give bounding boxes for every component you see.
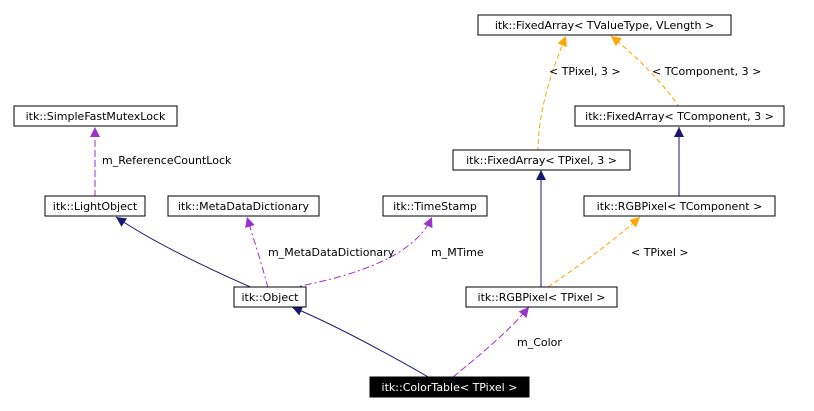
- node-lightobject[interactable]: itk::LightObject: [44, 195, 146, 217]
- edge-fixedarray-tpixel-to-fixedarray-template: [537, 35, 567, 153]
- edge-label-reference-count-lock: m_ReferenceCountLock: [102, 154, 232, 167]
- node-timestamp[interactable]: itk::TimeStamp: [382, 195, 488, 217]
- edge-label-meta-data-dictionary: m_MetaDataDictionary: [268, 246, 395, 259]
- node-object[interactable]: itk::Object: [233, 286, 307, 308]
- node-label: itk::TimeStamp: [393, 200, 477, 213]
- node-label: itk::FixedArray< TValueType, VLength >: [495, 19, 714, 32]
- node-rgbpixel-tcomponent[interactable]: itk::RGBPixel< TComponent >: [583, 195, 776, 217]
- node-label: itk::FixedArray< TPixel, 3 >: [466, 154, 617, 167]
- node-label: itk::RGBPixel< TComponent >: [597, 200, 763, 213]
- node-simplefastmutexlock[interactable]: itk::SimpleFastMutexLock: [13, 105, 178, 127]
- edge-fixedarray-tcomponent-to-fixedarray-template: [610, 35, 681, 109]
- node-label: itk::LightObject: [53, 200, 138, 213]
- node-metadatadictionary[interactable]: itk::MetaDataDictionary: [167, 195, 320, 217]
- node-fixedarray-tcomponent[interactable]: itk::FixedArray< TComponent, 3 >: [574, 105, 785, 127]
- node-fixedarray-tvaluetype[interactable]: itk::FixedArray< TValueType, VLength >: [477, 14, 732, 36]
- node-label: itk::Object: [242, 291, 300, 304]
- edge-colortable-uses-rgbpixel: [452, 306, 530, 378]
- edge-label-tpixel3: < TPixel, 3 >: [549, 65, 621, 78]
- edge-rgbpixel-tpixel-to-rgbpixel-template: [547, 216, 641, 288]
- node-fixedarray-tpixel[interactable]: itk::FixedArray< TPixel, 3 >: [452, 149, 631, 171]
- edge-object-to-lightobject: [115, 216, 256, 290]
- edge-labels: < TPixel, 3 > < TComponent, 3 > m_Refere…: [102, 65, 761, 349]
- edge-label-tpixel: < TPixel >: [631, 246, 689, 259]
- edge-object-uses-metadatadictionary: [245, 216, 269, 289]
- edge-label-color: m_Color: [517, 336, 562, 349]
- node-label: itk::RGBPixel< TPixel >: [478, 291, 606, 304]
- node-label: itk::SimpleFastMutexLock: [26, 110, 166, 123]
- node-label: itk::ColorTable< TPixel >: [382, 381, 518, 394]
- node-label: itk::MetaDataDictionary: [178, 200, 310, 213]
- edge-label-tcomponent3: < TComponent, 3 >: [652, 65, 761, 78]
- edges: [90, 35, 684, 379]
- node-label: itk::FixedArray< TComponent, 3 >: [585, 110, 774, 123]
- edge-colortable-to-object: [291, 306, 431, 379]
- edge-object-uses-timestamp: [289, 216, 433, 289]
- node-colortable[interactable]: itk::ColorTable< TPixel >: [369, 376, 530, 398]
- node-rgbpixel-tpixel[interactable]: itk::RGBPixel< TPixel >: [465, 286, 618, 308]
- edge-label-mtime: m_MTime: [431, 246, 484, 259]
